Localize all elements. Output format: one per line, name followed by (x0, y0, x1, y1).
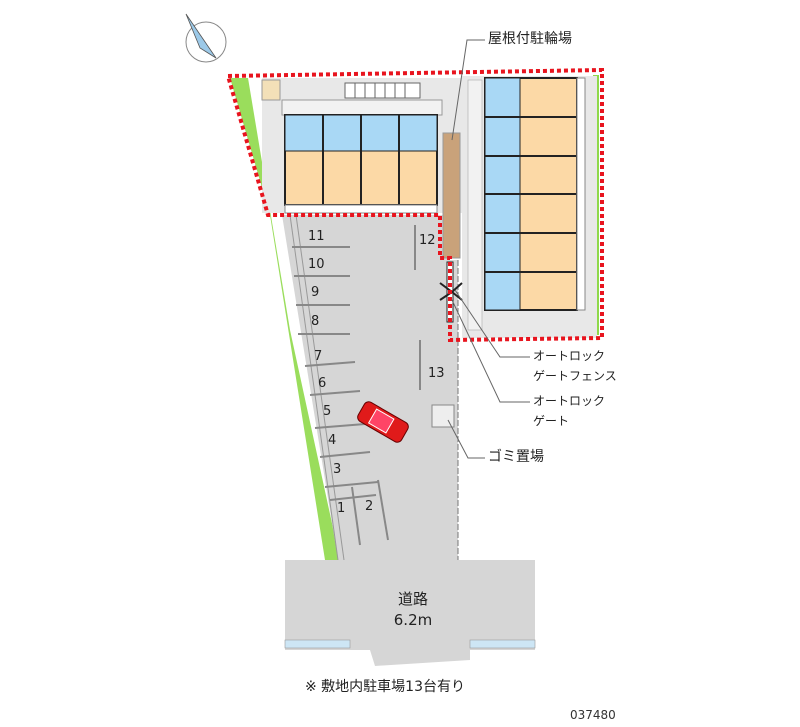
road-label: 道路 (397, 590, 428, 608)
parking-space-2: 2 (365, 499, 374, 514)
autolock-fence-label-2: ゲートフェンス (533, 369, 617, 383)
north-arrow-icon (185, 13, 227, 63)
garbage-area (431, 404, 455, 428)
parking-space-10: 10 (308, 257, 325, 272)
parking-space-3: 3 (333, 462, 342, 477)
parking-lines (292, 225, 421, 546)
stairs (261, 79, 421, 101)
parking-note: ※ 敷地内駐車場13台有り (305, 679, 465, 695)
site-boundary (226, 67, 604, 343)
building-right (484, 77, 586, 311)
autolock-gate-label-2: ゲート (533, 414, 570, 428)
lot-edge-left-1 (289, 214, 339, 561)
garbage-label: ゴミ置場 (488, 449, 544, 465)
autolock-gate-label-1: オートロック (533, 394, 606, 408)
parking-space-12: 12 (419, 233, 436, 248)
bike-parking-label: 屋根付駐輪場 (488, 31, 572, 47)
parking-space-8: 8 (311, 314, 320, 329)
parking-space-5: 5 (323, 404, 332, 419)
lot-edge-left-2 (295, 214, 345, 561)
parking-space-7: 7 (314, 349, 323, 364)
car-icon (357, 401, 409, 443)
autolock-fence-label-1: オートロック (533, 349, 606, 363)
grass-strip (230, 78, 340, 560)
road-gutter-right (469, 639, 536, 649)
parking-space-6: 6 (318, 376, 327, 391)
parking-space-1: 1 (337, 501, 346, 516)
parking-space-13: 13 (428, 366, 445, 381)
property-code: 037480 (570, 708, 616, 722)
road (285, 560, 535, 666)
leader-lines (447, 39, 530, 459)
corridor-right (467, 79, 483, 331)
parking-space-9: 9 (311, 285, 320, 300)
parking-space-11: 11 (308, 229, 325, 244)
parking-space-4: 4 (328, 433, 337, 448)
building-left (281, 99, 443, 214)
road-width: 6.2m (393, 611, 433, 629)
bike-shelter (442, 132, 461, 259)
road-gutter-left (284, 639, 351, 649)
